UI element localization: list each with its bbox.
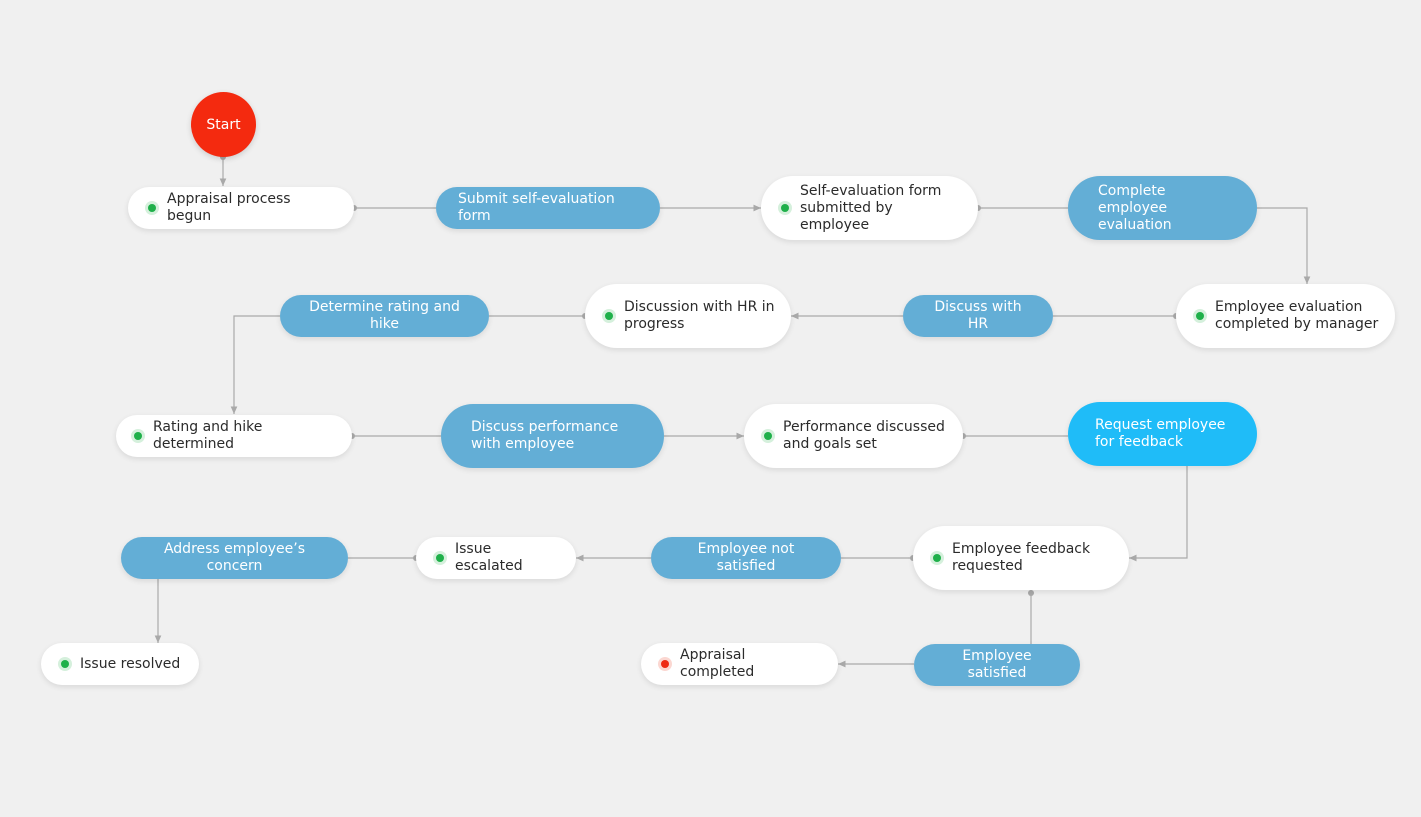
state-label: Self-evaluation form submitted by employ… [800, 182, 942, 233]
status-dot-icon [1196, 312, 1204, 320]
start-node[interactable]: Start [191, 92, 256, 157]
transition-submit-self-evaluation[interactable]: Submit self-evaluation form [436, 187, 660, 229]
status-dot-icon [764, 432, 772, 440]
status-dot-icon [148, 204, 156, 212]
transition-discuss-performance[interactable]: Discuss performance with employee [441, 404, 664, 468]
transition-label: Employee satisfied [962, 648, 1032, 681]
state-issue-escalated[interactable]: Issue escalated [416, 537, 576, 579]
transition-label: Discuss with HR [934, 299, 1022, 332]
transition-determine-rating[interactable]: Determine rating and hike [280, 295, 489, 337]
state-label: Appraisal completed [680, 647, 755, 680]
status-dot-icon [933, 554, 941, 562]
state-appraisal-process-begun[interactable]: Appraisal process begun [128, 187, 354, 229]
state-discussion-with-hr[interactable]: Discussion with HR in progress [585, 284, 791, 348]
state-label: Rating and hike determined [153, 419, 263, 452]
transition-label: Request employee for feedback [1095, 417, 1226, 450]
connector [1129, 465, 1188, 562]
status-dot-icon [134, 432, 142, 440]
start-label: Start [206, 116, 241, 133]
state-rating-determined[interactable]: Rating and hike determined [116, 415, 352, 457]
status-dot-icon [61, 660, 69, 668]
state-feedback-requested[interactable]: Employee feedback requested [913, 526, 1129, 590]
status-dot-icon [605, 312, 613, 320]
state-label: Discussion with HR in progress [624, 299, 775, 332]
state-label: Employee feedback requested [952, 541, 1091, 574]
transition-discuss-with-hr[interactable]: Discuss with HR [903, 295, 1053, 337]
transition-employee-satisfied[interactable]: Employee satisfied [914, 644, 1080, 686]
status-dot-end-icon [661, 660, 669, 668]
state-performance-discussed[interactable]: Performance discussed and goals set [744, 404, 963, 468]
transition-label: Address employee’s concern [163, 541, 306, 574]
transition-request-feedback[interactable]: Request employee for feedback [1068, 402, 1257, 466]
state-label: Appraisal process begun [167, 191, 291, 224]
transition-label: Complete employee evaluation [1098, 182, 1172, 233]
transition-label: Submit self-evaluation form [458, 191, 615, 224]
connector [230, 315, 280, 414]
transition-employee-not-satisfied[interactable]: Employee not satisfied [651, 537, 841, 579]
connector [1257, 207, 1311, 284]
transition-complete-employee-evaluation[interactable]: Complete employee evaluation [1068, 176, 1257, 240]
transition-label: Employee not satisfied [697, 541, 795, 574]
state-label: Employee evaluation completed by manager [1215, 299, 1379, 332]
connector-port [1028, 590, 1034, 596]
status-dot-icon [436, 554, 444, 562]
state-self-evaluation-submitted[interactable]: Self-evaluation form submitted by employ… [761, 176, 978, 240]
transition-label: Determine rating and hike [309, 299, 460, 332]
state-label: Issue resolved [80, 655, 181, 672]
state-issue-resolved[interactable]: Issue resolved [41, 643, 199, 685]
state-evaluation-completed[interactable]: Employee evaluation completed by manager [1176, 284, 1395, 348]
state-appraisal-completed[interactable]: Appraisal completed [641, 643, 838, 685]
state-label: Issue escalated [455, 541, 523, 574]
transition-address-concern[interactable]: Address employee’s concern [121, 537, 348, 579]
state-label: Performance discussed and goals set [783, 419, 945, 452]
transition-label: Discuss performance with employee [471, 419, 619, 452]
status-dot-icon [781, 204, 789, 212]
